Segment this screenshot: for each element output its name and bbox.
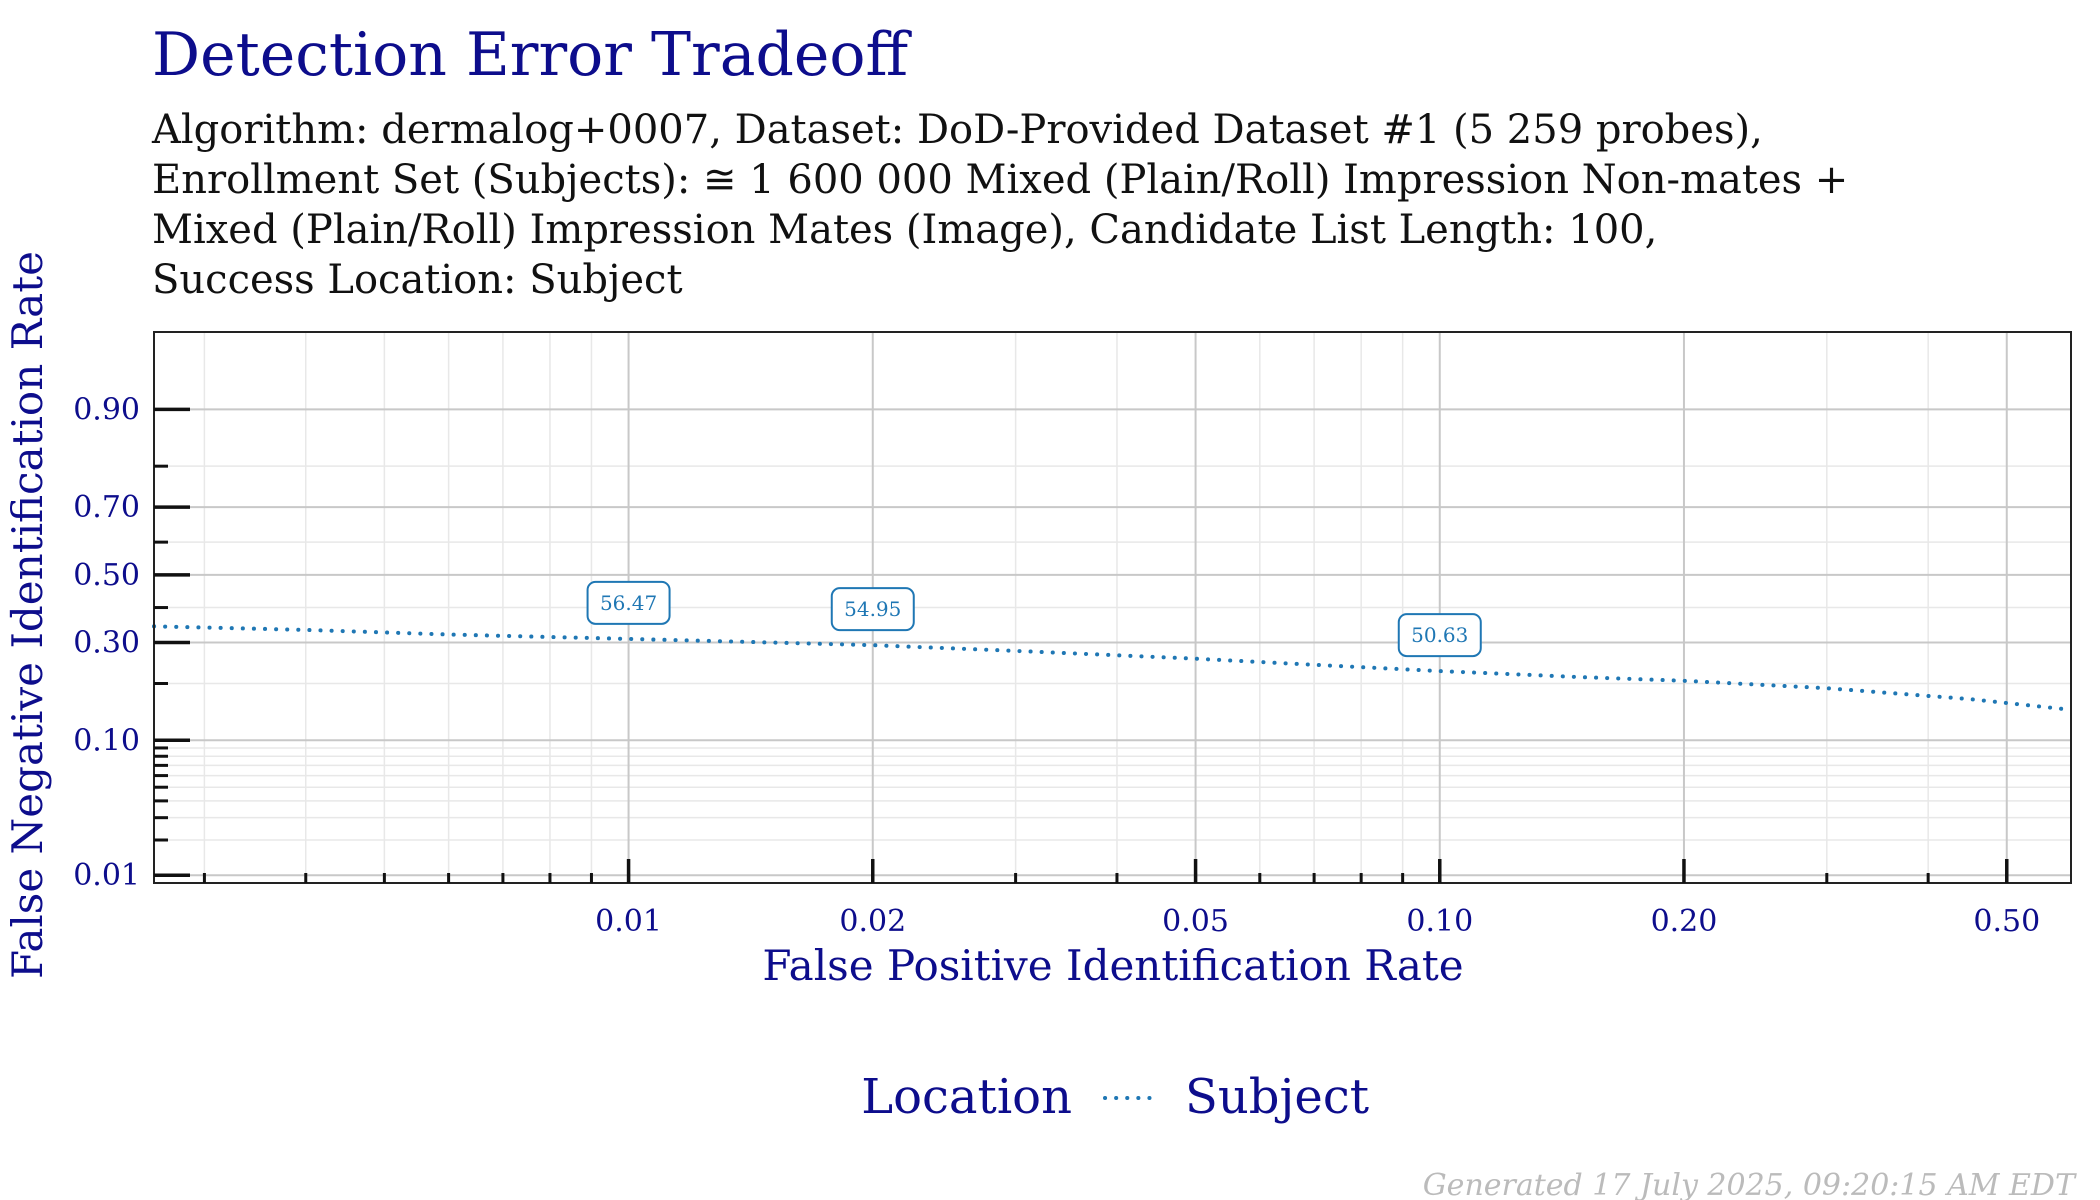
- subtitle-line-3: Mixed (Plain/Roll) Impression Mates (Ima…: [152, 207, 1657, 253]
- legend-label-subject: Subject: [1185, 1069, 1369, 1125]
- y-tick-label: 0.90: [73, 392, 140, 427]
- x-tick-label: 0.01: [595, 904, 662, 939]
- annotation-label: 54.95: [844, 597, 901, 621]
- annotation-label: 56.47: [600, 591, 657, 615]
- x-axis-label: False Positive Identification Rate: [762, 941, 1463, 990]
- subtitle-line-4: Success Location: Subject: [152, 257, 683, 303]
- annotation-box: [586, 580, 671, 625]
- x-tick-label: 0.02: [839, 904, 906, 939]
- x-tick-label: 0.50: [1973, 904, 2040, 939]
- annotation-layer: 56.47 54.95 50.63: [586, 580, 1482, 658]
- annotation-box: [1397, 613, 1482, 658]
- y-tick-label: 0.01: [73, 858, 140, 893]
- x-tick-label: 0.20: [1651, 904, 1718, 939]
- series-line-subject: [152, 624, 2073, 712]
- y-tick-label: 0.70: [73, 490, 140, 525]
- legend: Location Subject: [861, 1069, 1369, 1125]
- x-tick-labels: 0.01 0.02 0.05 0.10 0.20 0.50: [595, 904, 2040, 939]
- y-tick-label: 0.30: [73, 626, 140, 661]
- x-tick-label: 0.10: [1406, 904, 1473, 939]
- y-axis-label: False Negative Identification Rate: [3, 251, 52, 979]
- generated-footer: Generated 17 July 2025, 09:20:15 AM EDT: [1423, 1168, 2077, 1200]
- chart-title: Detection Error Tradeoff: [152, 20, 913, 90]
- subtitle-line-1: Algorithm: dermalog+0007, Dataset: DoD-P…: [151, 107, 1763, 153]
- minor-gridlines: [154, 332, 2071, 883]
- y-tick-label: 0.10: [73, 723, 140, 758]
- series-layer: [152, 624, 2073, 712]
- annotation-label: 50.63: [1411, 623, 1468, 647]
- axis-ticks: [154, 407, 2009, 883]
- subtitle-line-2: Enrollment Set (Subjects): ≅ 1 600 000 M…: [152, 157, 1848, 203]
- x-tick-label: 0.05: [1162, 904, 1229, 939]
- y-tick-labels: 0.01 0.10 0.30 0.50 0.70 0.90: [73, 392, 140, 893]
- legend-title: Location: [861, 1069, 1072, 1125]
- annotation-box: [830, 587, 915, 632]
- y-tick-label: 0.50: [73, 558, 140, 593]
